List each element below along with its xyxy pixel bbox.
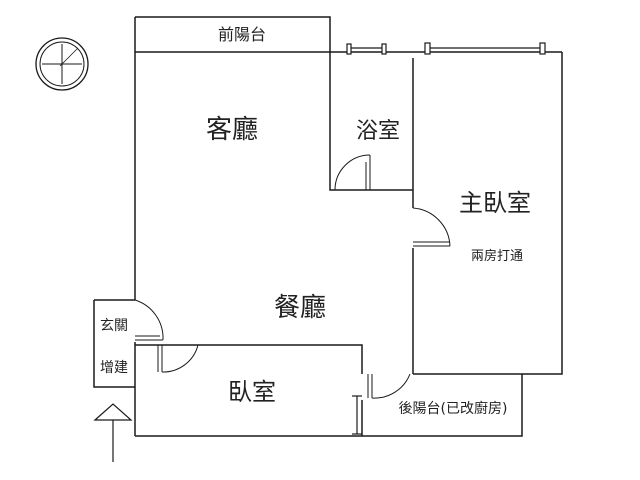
bathroom-label: 浴室 [356,119,400,144]
walls [93,16,563,437]
compass-icon [35,37,89,91]
bedroom-label: 臥室 [228,378,276,406]
back-balcony-label: 後陽台(已改廚房) [399,400,508,417]
extension-label: 增建 [100,360,128,376]
master-note-label: 兩房打通 [471,248,523,264]
doors [134,154,451,399]
entrance-label: 玄關 [100,317,128,334]
master-bedroom-label: 主臥室 [459,189,531,217]
dining-room-label: 餐廳 [274,293,326,323]
entry-arrow-icon [93,403,133,462]
front-balcony-label: 前陽台 [218,25,266,44]
windows [346,42,546,435]
living-room-label: 客廳 [206,115,258,145]
